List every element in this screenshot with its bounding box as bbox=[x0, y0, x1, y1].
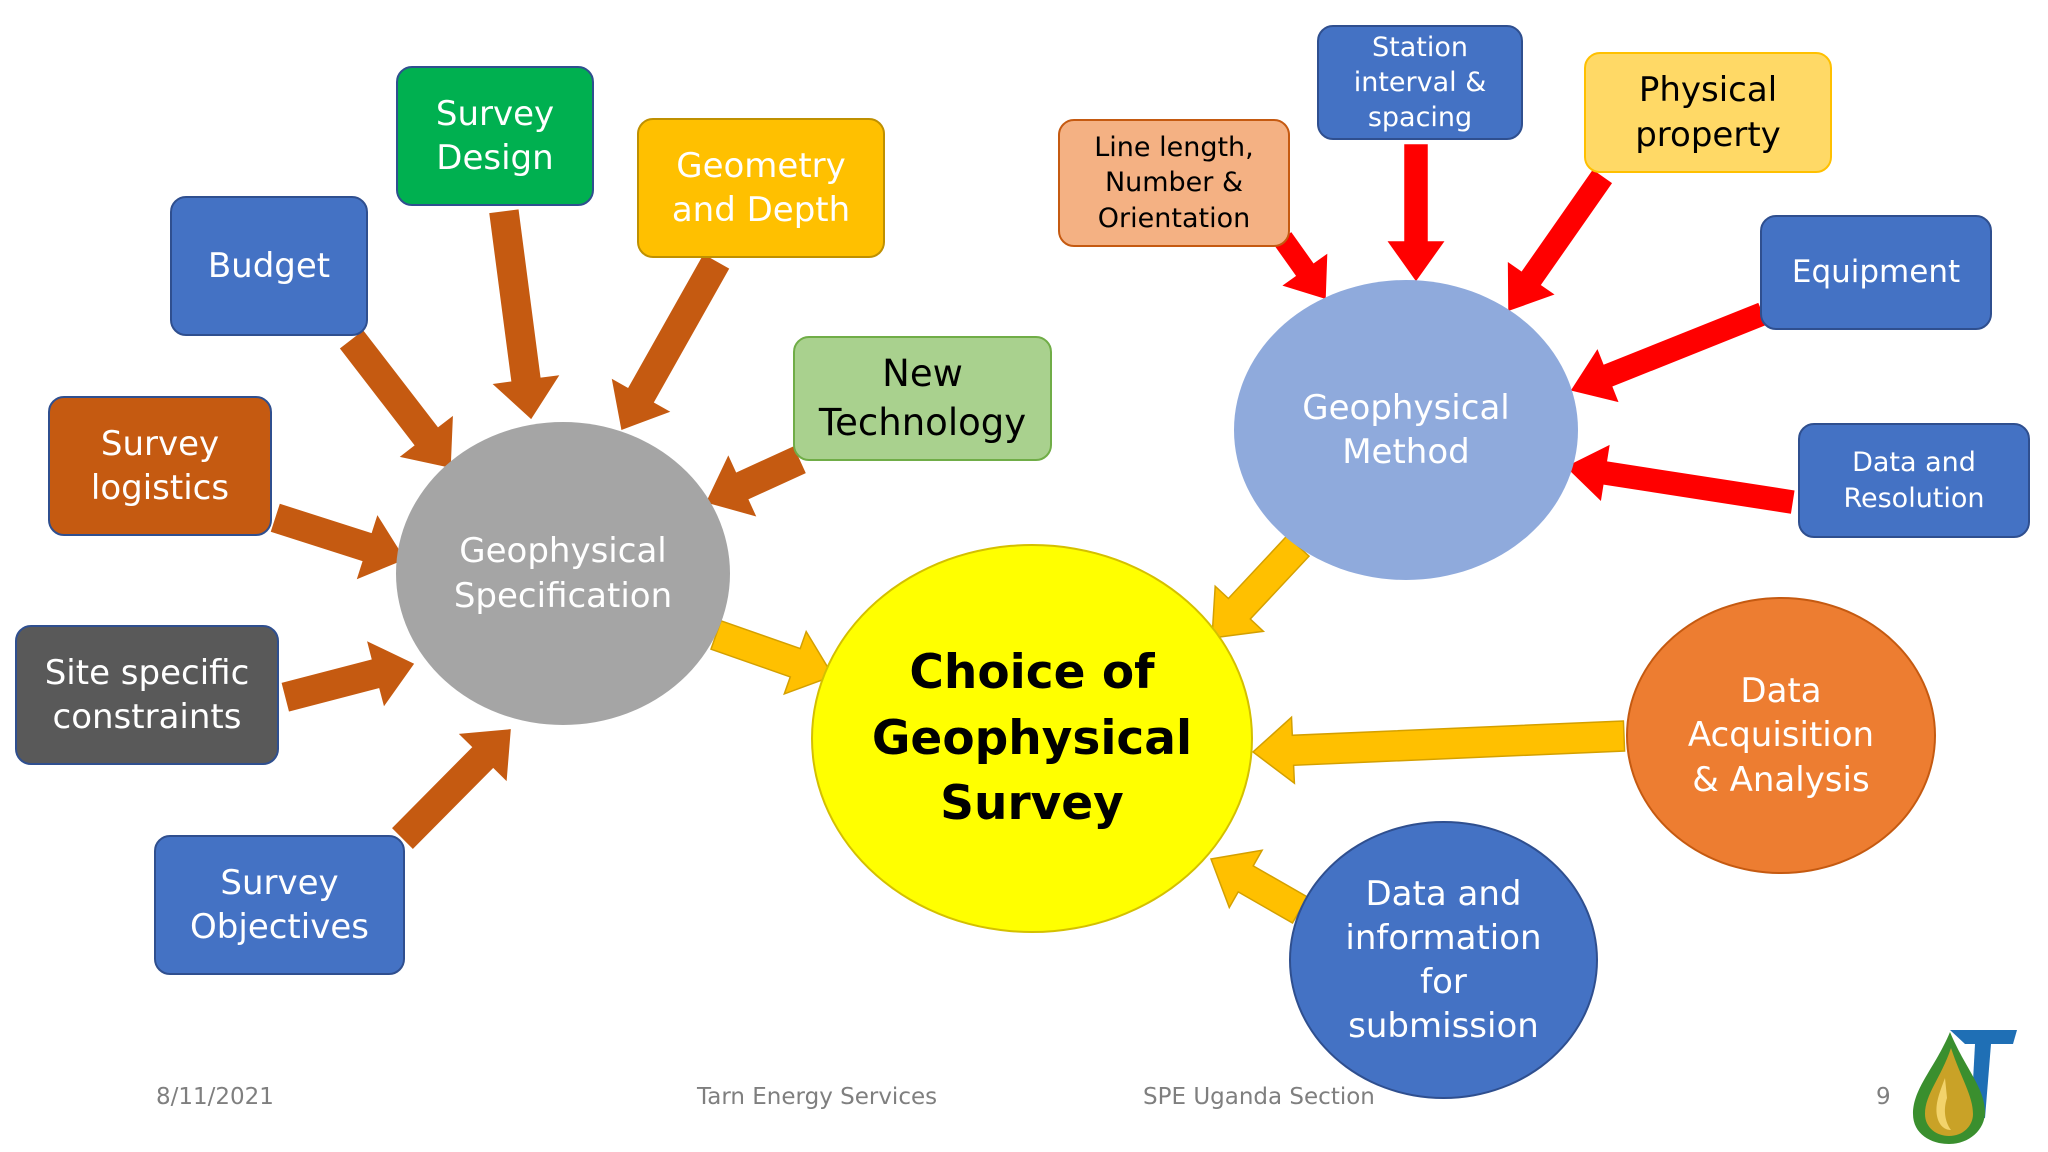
budget-box: Budget bbox=[170, 196, 368, 336]
footer-date: 8/11/2021 bbox=[156, 1084, 274, 1110]
choice-of-geophysical-survey-ellipse: Choice of Geophysical Survey bbox=[811, 544, 1253, 933]
arrow-line-length bbox=[1273, 232, 1328, 300]
survey-design-box: Survey Design bbox=[396, 66, 594, 206]
arrow-data-resolution bbox=[1565, 444, 1795, 514]
equipment-box: Equipment bbox=[1760, 215, 1992, 330]
footer-section: SPE Uganda Section bbox=[1143, 1084, 1375, 1110]
arrow-new-technology bbox=[705, 446, 806, 517]
arrow-survey-objectives bbox=[392, 729, 511, 849]
arrow-spec-to-choice bbox=[710, 619, 835, 696]
tarn-energy-logo-icon bbox=[1905, 1018, 2025, 1146]
line-length-box: Line length, Number & Orientation bbox=[1058, 119, 1290, 247]
arrow-acquisition-to-choice bbox=[1251, 715, 1626, 785]
geophysical-specification-ellipse: Geophysical Specification bbox=[396, 422, 730, 725]
data-submission-ellipse: Data and information for submission bbox=[1289, 821, 1598, 1099]
survey-objectives-box: Survey Objectives bbox=[154, 835, 405, 975]
arrow-station-interval bbox=[1387, 144, 1445, 282]
arrow-geometry-depth bbox=[611, 254, 730, 431]
footer-company: Tarn Energy Services bbox=[697, 1084, 938, 1110]
geophysical-method-ellipse: Geophysical Method bbox=[1234, 280, 1578, 580]
arrow-survey-design bbox=[489, 209, 560, 420]
arrow-site-constraints bbox=[281, 641, 415, 712]
survey-logistics-box: Survey logistics bbox=[48, 396, 272, 536]
station-interval-box: Station interval & spacing bbox=[1317, 25, 1523, 140]
arrow-physical-property bbox=[1507, 169, 1613, 312]
new-technology-box: New Technology bbox=[793, 336, 1052, 461]
arrow-budget bbox=[339, 330, 453, 468]
footer-page-number: 9 bbox=[1876, 1084, 1891, 1110]
arrow-submission-to-choice bbox=[1209, 849, 1309, 925]
physical-property-box: Physical property bbox=[1584, 52, 1832, 173]
geometry-depth-box: Geometry and Depth bbox=[637, 118, 885, 258]
arrow-survey-logistics bbox=[270, 503, 406, 580]
arrow-equipment bbox=[1570, 302, 1768, 403]
arrow-method-to-choice bbox=[1211, 534, 1311, 639]
site-constraints-box: Site specific constraints bbox=[15, 625, 279, 765]
data-acquisition-ellipse: Data Acquisition & Analysis bbox=[1626, 597, 1936, 874]
data-resolution-box: Data and Resolution bbox=[1798, 423, 2030, 538]
